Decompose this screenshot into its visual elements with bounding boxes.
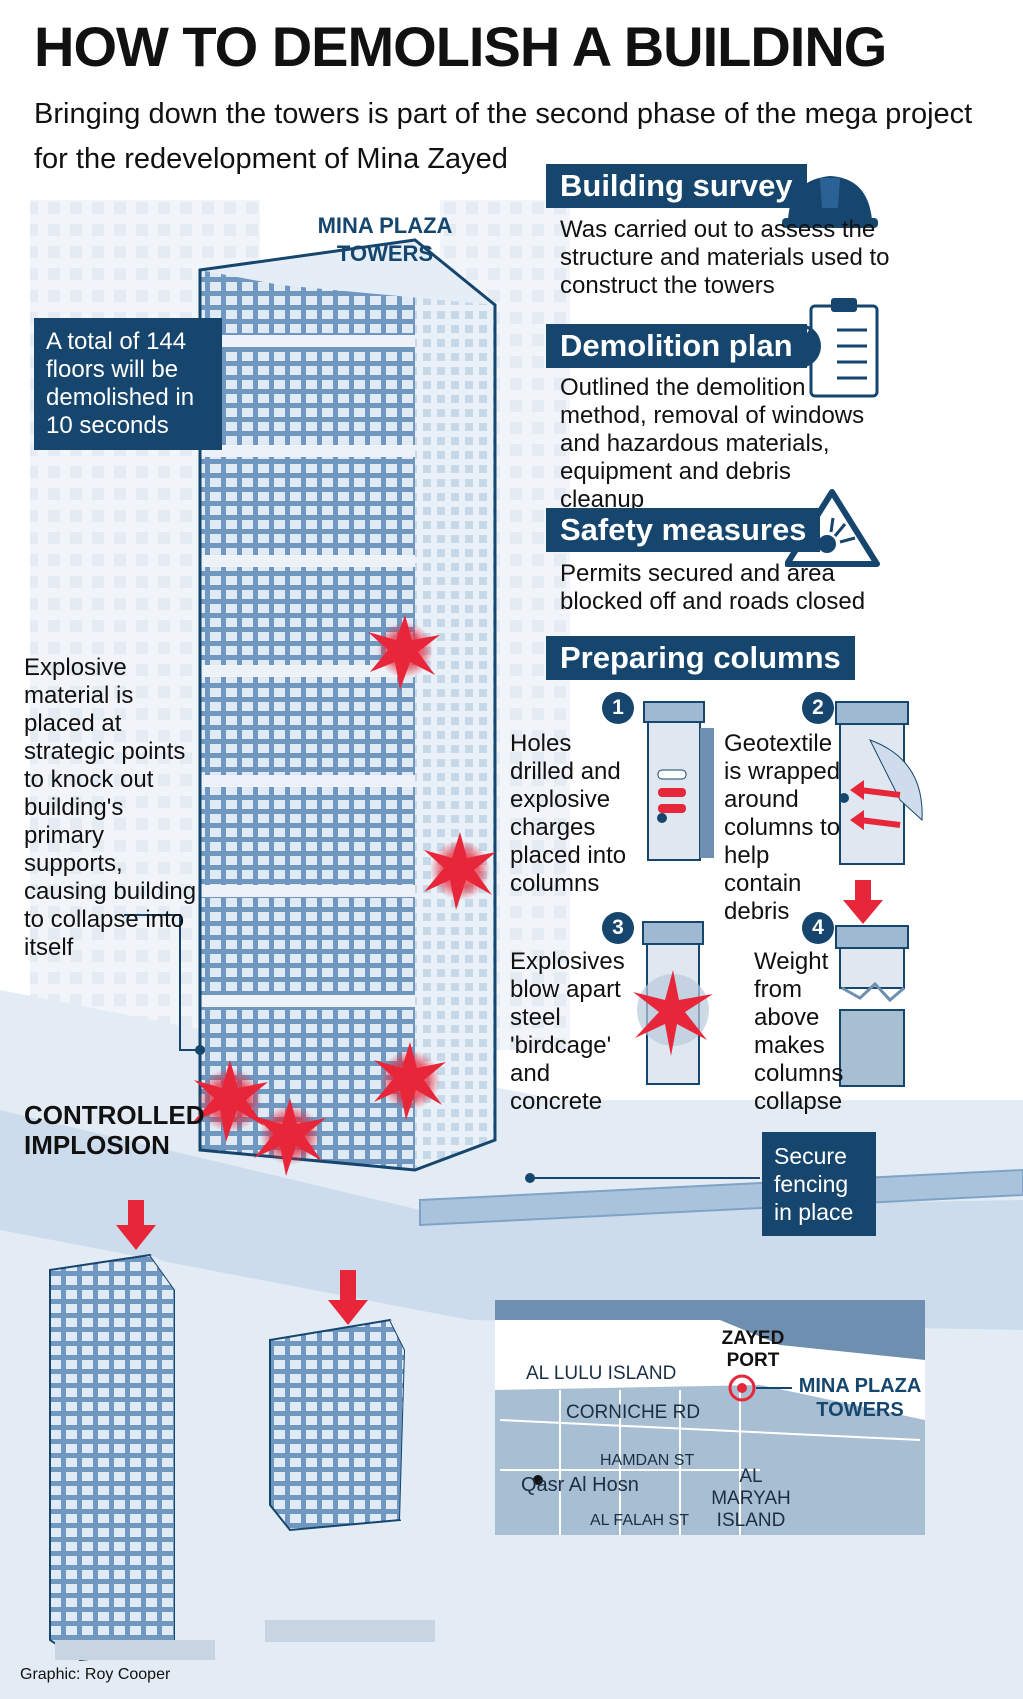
step-title-safety: Safety measures	[546, 508, 821, 552]
location-map	[495, 1300, 925, 1535]
column-step-text-3: Explosives blow apart steel 'birdcage' a…	[510, 948, 625, 1115]
column-step-number-2: 2	[802, 692, 834, 724]
step-title-survey: Building survey	[546, 164, 807, 208]
page-title: HOW TO DEMOLISH A BUILDING	[34, 15, 887, 78]
map-label-corniche: CORNICHE RD	[566, 1402, 701, 1423]
map-label-hamdan: HAMDAN ST	[600, 1452, 695, 1469]
collapse-stage-1	[49, 1200, 215, 1662]
map-label-falah: AL FALAH ST	[590, 1512, 689, 1529]
hard-hat-icon	[782, 176, 878, 228]
collapse-stage-2	[265, 1270, 435, 1642]
map-label-port: ZAYED PORT	[721, 1328, 785, 1371]
step-text-safety: Permits secured and area blocked off and…	[560, 560, 866, 615]
column-step-number-3: 3	[602, 912, 634, 944]
page-subtitle: Bringing down the towers is part of the …	[34, 98, 973, 175]
map-label-lulu: AL LULU ISLAND	[526, 1363, 677, 1384]
step-title-plan: Demolition plan	[546, 324, 807, 368]
column-3-illustration	[633, 921, 713, 1085]
column-step-text-4: Weight from above makes columns collapse	[754, 948, 844, 1115]
step-text-survey: Was carried out to assess the structure …	[560, 216, 890, 299]
column-step-number-4: 4	[802, 912, 834, 944]
map-label-maryah: AL MARYAH ISLAND	[711, 1466, 791, 1531]
map-label-towers: MINA PLAZA TOWERS	[798, 1375, 922, 1421]
graphic-credit: Graphic: Roy Cooper	[20, 1666, 171, 1683]
step-text-plan: Outlined the demolition method, removal …	[560, 374, 865, 513]
map-label-hosn: Qasr Al Hosn	[521, 1474, 639, 1496]
floors-note: A total of 144 floors will be demolished…	[34, 318, 222, 450]
column-4-illustration	[835, 880, 909, 1087]
controlled-implosion-label: CONTROLLED IMPLOSION	[24, 1100, 205, 1160]
tower-label: MINA PLAZA TOWERS	[317, 213, 453, 266]
column-2-illustration	[835, 701, 923, 865]
fencing-note: Secure fencing in place	[762, 1132, 876, 1236]
columns-title: Preparing columns	[546, 636, 855, 680]
column-1-illustration	[643, 701, 714, 861]
explosive-note: Explosive material is placed at strategi…	[24, 654, 197, 961]
column-step-text-1: Holes drilled and explosive charges plac…	[510, 730, 627, 897]
column-step-text-2: Geotextile is wrapped around columns to …	[724, 730, 841, 925]
column-step-number-1: 1	[602, 692, 634, 724]
tower-blasts	[193, 615, 496, 1176]
main-tower	[198, 238, 497, 1172]
